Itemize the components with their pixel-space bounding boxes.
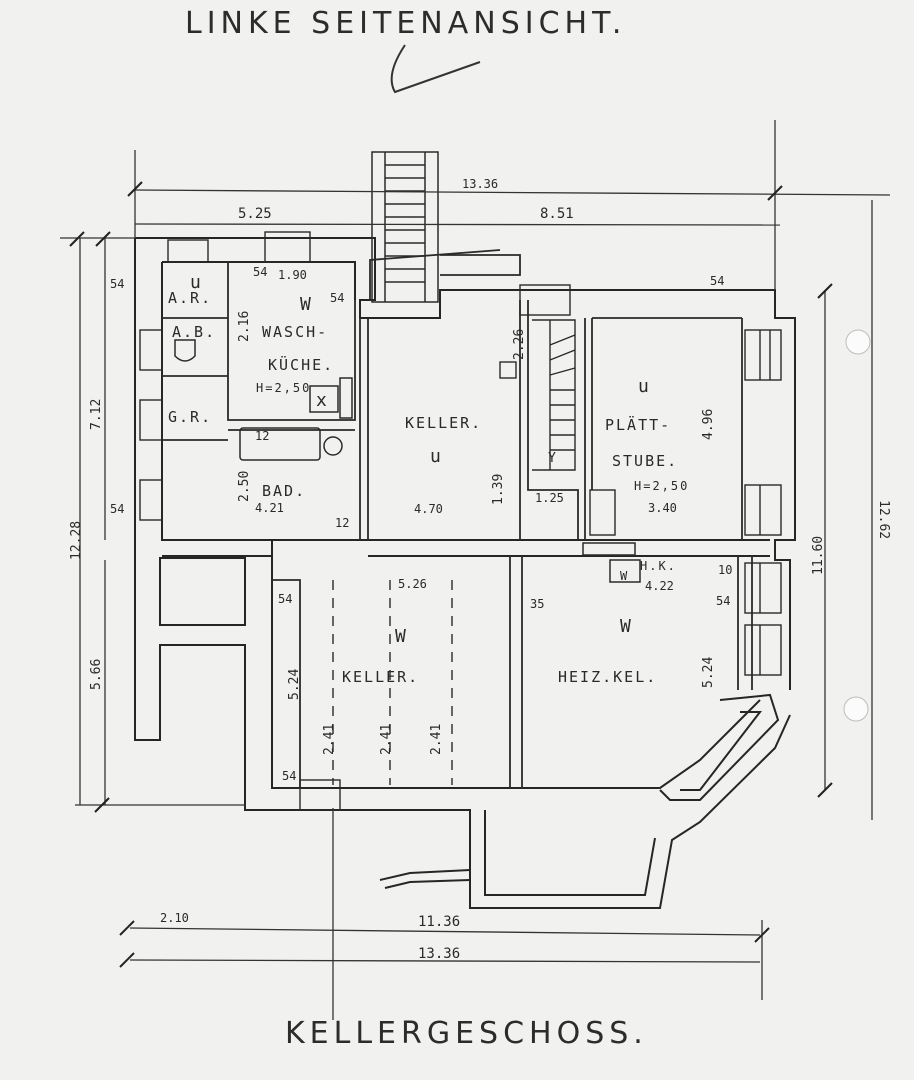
beam-height-c: 2.41: [429, 724, 444, 755]
dim-left-lower: 5.66: [89, 659, 104, 690]
dim-top-right: 8.51: [540, 206, 574, 222]
dim-35: 35: [530, 597, 544, 611]
room-height-plaettstube: H=2,50: [634, 479, 689, 493]
dim-250: 2.50: [237, 471, 252, 502]
inner-walls: [162, 249, 753, 788]
wall-mark-w-hk: W: [620, 569, 628, 583]
mark-y: Y: [548, 451, 556, 466]
floor-name: KELLERGESCHOSS.: [285, 1016, 648, 1051]
dim-right-inner: 11.60: [811, 536, 826, 575]
room-label-gr: G.R.: [168, 408, 212, 426]
room-label-plaettstube-1: PLÄTT-: [605, 415, 671, 434]
room-label-hk: H.K.: [640, 559, 677, 573]
room-label-keller-main: KELLER.: [405, 414, 482, 432]
dashed-beams: [332, 580, 453, 785]
beam-height-b: 2.41: [379, 724, 394, 755]
laundry-fixture-icon: [309, 385, 339, 413]
dim-421: 4.21: [255, 501, 284, 515]
beam-height-a: 2.41: [322, 724, 337, 755]
dimension-lines: [60, 120, 891, 1020]
wall-mark-w-waschkueche: W: [300, 294, 311, 315]
dim-524-a: 5.24: [287, 669, 302, 700]
room-label-keller-lower: KELLER.: [342, 668, 419, 686]
check-scribble: [390, 44, 481, 94]
fixtures: [174, 339, 641, 583]
washbasin-icon: [323, 436, 343, 456]
dim-524-b: 5.24: [701, 657, 716, 688]
room-label-ar: A.R.: [168, 289, 212, 307]
wall-mark-u-plaettstube: u: [638, 376, 649, 397]
thickness-54-f: 54: [710, 274, 724, 288]
room-label-bad: BAD.: [262, 482, 306, 500]
entry-stairs: [371, 151, 439, 303]
dim-bottom-total: 13.36: [418, 946, 460, 962]
room-label-heizkeller: HEIZ.KEL.: [558, 668, 657, 686]
cellar-stairs: [499, 319, 576, 471]
dim-top-total: 13.36: [462, 177, 498, 191]
dim-216: 2.16: [237, 311, 252, 342]
dim-right-outer: 12.62: [876, 500, 891, 539]
room-height-waschkueche: H=2,50: [256, 381, 311, 395]
windows: [139, 231, 782, 811]
binder-hole-bottom: [843, 696, 869, 722]
room-label-ab: A.B.: [172, 323, 216, 341]
room-label-plaettstube-2: STUBE.: [612, 452, 678, 470]
binder-hole-top: [845, 329, 871, 355]
thickness-54-g: 54: [253, 265, 267, 279]
thickness-54-a: 54: [110, 277, 124, 291]
toilet-icon: [174, 339, 196, 362]
thickness-54-d: 54: [278, 592, 292, 606]
thickness-54-h: 54: [282, 769, 296, 783]
mark-x: x: [316, 390, 327, 411]
dim-526: 5.26: [398, 577, 427, 591]
dim-139: 1.39: [491, 474, 506, 505]
dim-125: 1.25: [535, 491, 564, 505]
wall-mark-u-keller: u: [430, 446, 441, 467]
dim-bottom-inner: 11.36: [418, 914, 460, 930]
page-title: LINKE SEITENANSICHT.: [185, 6, 626, 41]
dim-422: 4.22: [645, 579, 674, 593]
dim-496: 4.96: [701, 409, 716, 440]
wall-mark-u-ar: u: [190, 272, 201, 293]
wall-mark-w-heizkeller: W: [620, 616, 631, 637]
dim-470: 4.70: [414, 502, 443, 516]
dim-190: 1.90: [278, 268, 307, 282]
bathtub-icon: [239, 427, 321, 461]
thickness-54-c: 54: [110, 502, 124, 516]
room-label-waschkueche-2: KÜCHE.: [268, 355, 334, 374]
dim-bottom-small: 2.10: [160, 911, 189, 925]
thickness-10: 10: [718, 563, 732, 577]
dim-226: 2.26: [512, 329, 527, 360]
dim-left-upper: 7.12: [89, 399, 104, 430]
thickness-54-e: 54: [716, 594, 730, 608]
wall-mark-w-keller: W: [395, 626, 406, 647]
dim-top-left: 5.25: [238, 206, 272, 222]
room-label-waschkueche-1: WASCH-: [262, 323, 328, 341]
dimension-ticks: [69, 181, 833, 968]
outer-walls: [134, 237, 796, 909]
dim-left-total: 12.28: [69, 521, 84, 560]
dim-340: 3.40: [648, 501, 677, 515]
thickness-54-b: 54: [330, 291, 344, 305]
thickness-12-b: 12: [255, 429, 269, 443]
thickness-12: 12: [335, 516, 349, 530]
